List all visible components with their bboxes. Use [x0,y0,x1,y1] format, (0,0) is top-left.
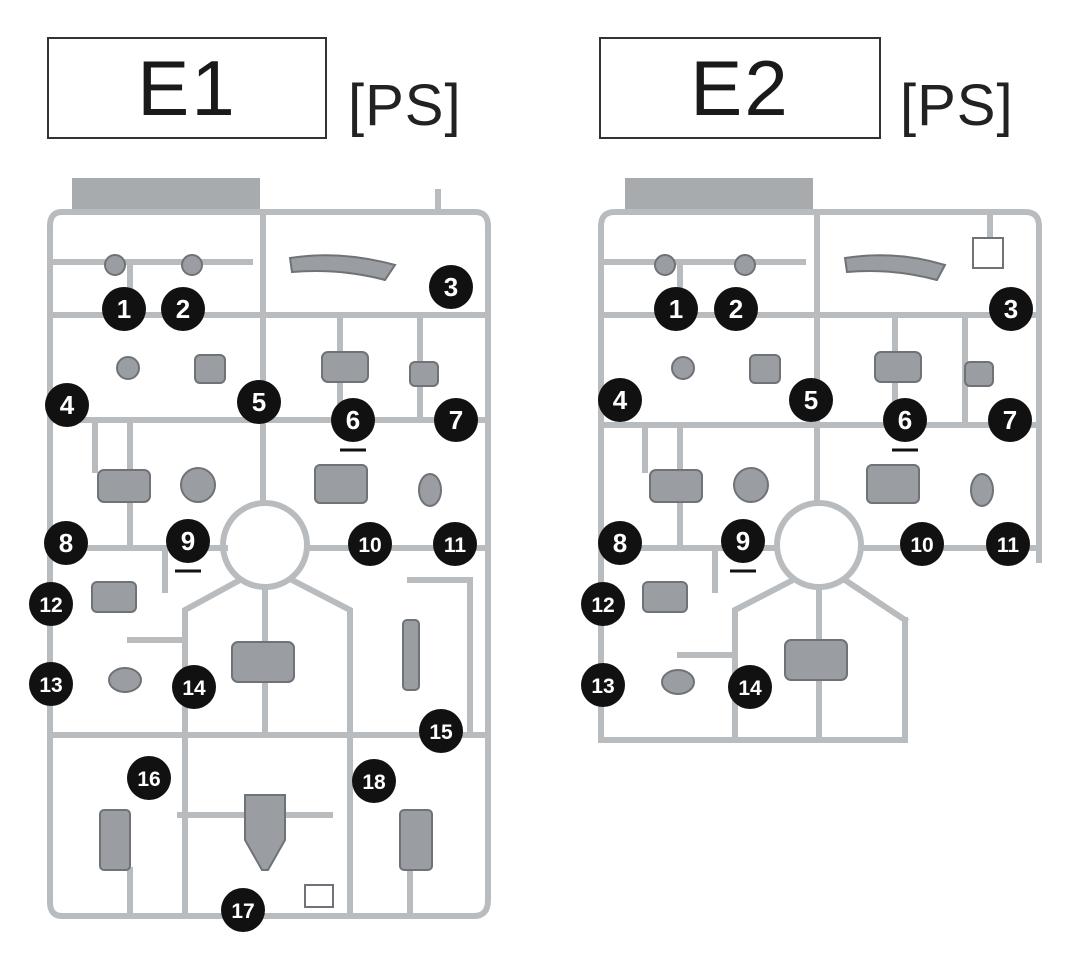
part-number: 4 [613,385,628,415]
part-number: 15 [429,721,453,744]
part-number: 17 [231,900,254,923]
part-label-12: 12 [581,582,625,626]
part-number: 6 [346,405,360,435]
runner-e2-material: [PS] [900,73,1014,138]
part-label-16: 16 [127,756,171,800]
part-label-15: 15 [419,709,463,753]
part-label-5: 5 [789,378,833,422]
part-number: 8 [613,528,627,558]
part-label-7: 7 [988,398,1032,442]
runner-e2: E2 [PS] [545,0,1085,965]
part-label-6: 6 [883,398,927,452]
part-number: 3 [1004,294,1018,324]
part-number: 14 [182,677,206,700]
runner-e2-name: E2 [690,43,790,132]
part-number: 14 [738,677,762,700]
part-number: 9 [736,526,750,556]
part-label-3: 3 [989,287,1033,331]
part-label-8: 8 [44,521,88,565]
part-number: 7 [449,405,463,435]
part-label-1: 1 [654,287,698,331]
part-number: 11 [444,534,467,557]
part-number: 11 [997,534,1020,557]
part-number: 5 [252,387,266,417]
part-number: 3 [444,272,458,302]
part-number: 7 [1003,405,1017,435]
part-number: 8 [59,528,73,558]
part-label-18: 18 [352,759,396,803]
part-label-1: 1 [102,287,146,331]
part-number: 10 [358,534,381,557]
part-label-14: 14 [728,665,772,709]
runner-e1-name: E1 [137,43,237,132]
part-label-17: 17 [221,888,265,932]
part-label-9: 9 [166,519,210,573]
part-number: 12 [591,594,614,617]
part-number: 9 [181,526,195,556]
part-number: 2 [729,294,743,324]
part-number: 16 [137,768,160,791]
part-number: 1 [669,294,683,324]
part-label-10: 10 [900,522,944,566]
part-number: 2 [176,294,190,324]
part-label-9: 9 [721,519,765,573]
part-label-8: 8 [598,521,642,565]
part-number: 1 [117,294,131,324]
runner-e2-title-box: E2 [599,37,881,139]
part-label-10: 10 [348,522,392,566]
part-label-5: 5 [237,380,281,424]
part-label-6: 6 [331,398,375,452]
part-number: 5 [804,385,818,415]
runner-e1-diagram: 1 2 3 4 5 6 7 8 9 10 11 12 13 14 15 16 1… [29,178,491,932]
part-number: 10 [910,534,933,557]
runner-e1-material: [PS] [348,73,462,138]
runner-e1: E1 [PS] [0,0,540,965]
part-label-14: 14 [172,665,216,709]
part-label-2: 2 [714,287,758,331]
part-label-4: 4 [598,378,642,422]
runner-e1-title-box: E1 [47,37,327,139]
part-label-11: 11 [986,522,1030,566]
part-number: 13 [39,674,62,697]
part-label-13: 13 [29,662,73,706]
part-label-3: 3 [429,265,473,309]
runner-e2-diagram: 1 2 3 4 5 6 7 8 9 10 11 12 13 14 [581,178,1042,743]
part-label-2: 2 [161,287,205,331]
part-number: 13 [591,675,614,698]
part-label-7: 7 [434,398,478,442]
part-number: 12 [39,594,62,617]
part-number: 18 [362,771,386,794]
part-number: 4 [60,390,75,420]
part-label-4: 4 [45,383,89,427]
part-label-12: 12 [29,582,73,626]
part-label-13: 13 [581,663,625,707]
part-number: 6 [898,405,912,435]
part-label-11: 11 [433,522,477,566]
